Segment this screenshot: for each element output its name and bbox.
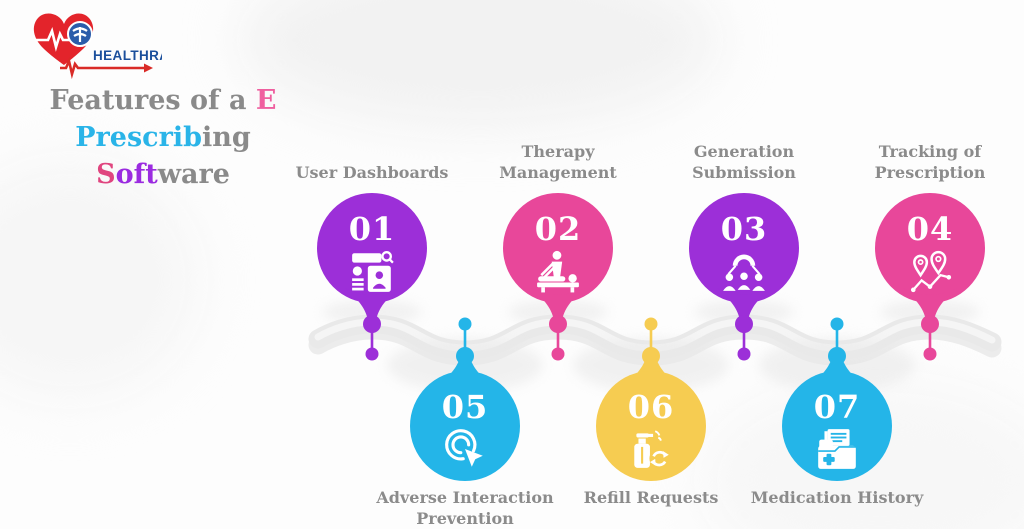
title-segment: S [96,159,116,190]
feature-number: 02 [534,210,582,248]
title-segment: ware [157,159,230,190]
feature-number: 04 [906,210,954,248]
title-segment: Prescrib [75,122,202,153]
feature-number: 05 [441,388,489,426]
heartbeat-line-icon [35,27,72,52]
title-segment: oft [115,159,158,190]
healthray-logo: HEALTHRAY [33,13,162,80]
pulse-arrow-icon [60,56,153,80]
feature-bubble [410,317,520,481]
feature-adverse-interaction-prevention: 05 Adverse Interaction Prevention [376,310,554,528]
user-dashboard-icon [352,251,394,292]
title-segment: Features of a [49,85,256,116]
click-prevention-icon [445,429,483,467]
feature-therapy-management: 02 Therapy Management [498,142,618,376]
feature-number: 01 [348,210,396,248]
refill-bottle-icon [634,430,670,469]
feature-label: Medication History [750,488,924,507]
feature-label: Generation Submission [692,142,796,183]
page-title: Features of a E Prescribing Software [6,82,320,193]
feature-label: Refill Requests [583,488,719,507]
feature-user-dashboards: 01 User Dashboards [296,163,448,376]
feature-label: Adverse Interaction Prevention [376,488,554,528]
brand-name: HEALTHRAY [93,48,162,63]
medication-folder-icon [818,429,856,469]
feature-bubble [689,193,799,361]
title-segment: E [255,85,277,116]
feature-refill-requests: 06 Refill Requests [584,310,718,507]
feature-bubble [596,317,706,481]
feature-generation-submission: 03 Generation Submission [684,142,804,376]
therapy-icon [537,250,579,293]
feature-number: 03 [720,210,768,248]
feature-medication-history: 07 Medication History [751,310,923,507]
feature-label: Therapy Management [499,142,617,183]
title-line-2: Prescribing Software [6,119,320,193]
feature-tracking-prescription: 04 Tracking of Prescription [870,142,990,376]
title-segment: ing [201,122,251,153]
tracking-pins-icon [910,250,952,293]
feature-bubble [503,193,613,361]
background-blob [0,160,200,400]
feature-bubble [782,317,892,481]
feature-number: 06 [627,388,675,426]
feature-bubble [875,193,985,361]
feature-number: 07 [813,388,861,426]
caduceus-icon [72,27,88,42]
group-submission-icon [723,254,765,291]
feature-bubble [317,193,427,361]
feature-label: User Dashboards [295,163,449,183]
feature-label: Tracking of Prescription [874,142,986,183]
title-line-1: Features of a E [6,82,320,119]
